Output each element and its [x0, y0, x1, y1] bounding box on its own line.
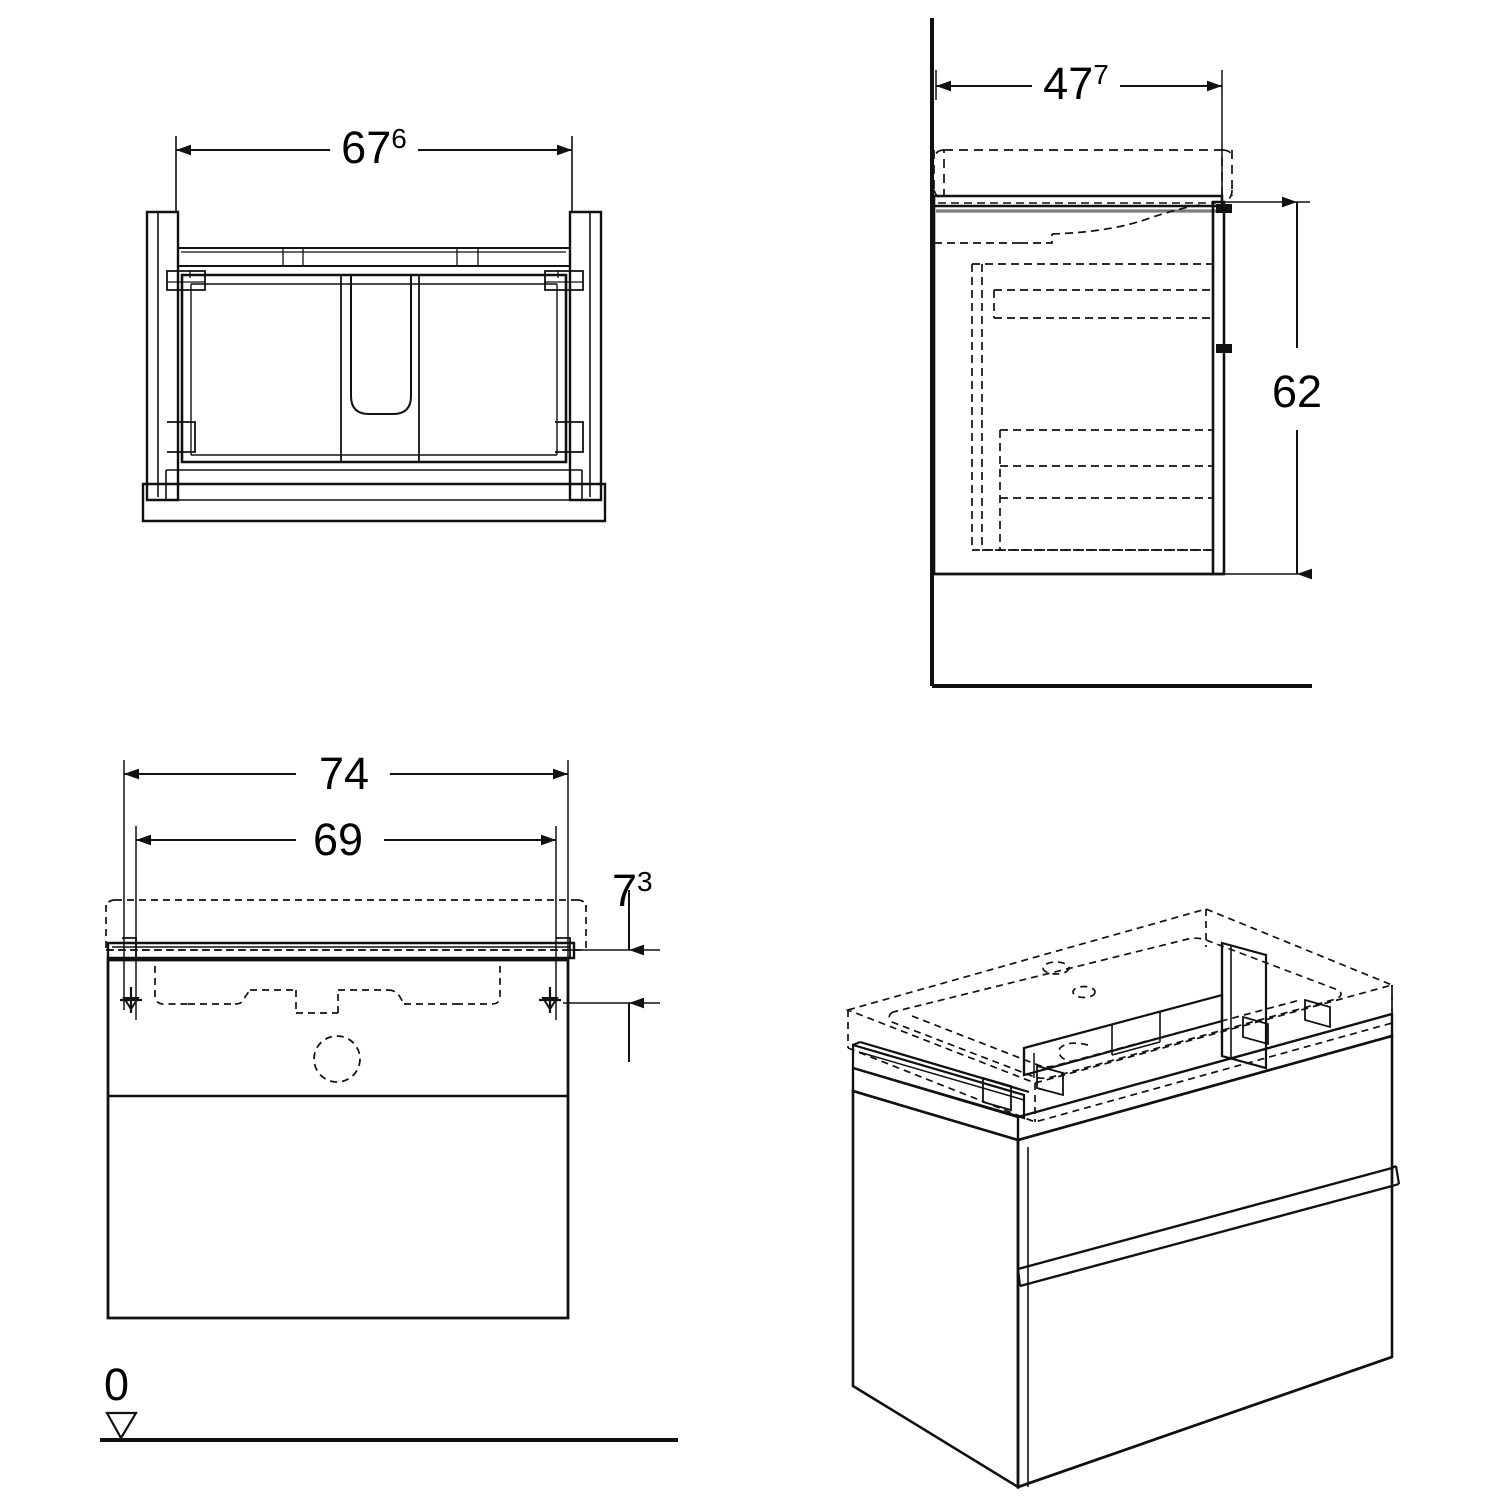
dim-label-basin-width: 74 — [319, 748, 369, 799]
dimension-labels: 676 477 62 74 69 73 0 — [104, 58, 1322, 1410]
view-front-section-open-drawer — [141, 136, 607, 523]
mounting-mark-right — [537, 985, 563, 1015]
dim-label-cabinet-width: 69 — [313, 814, 363, 865]
dim-label-height: 62 — [1272, 366, 1322, 417]
view-side-section — [930, 18, 1312, 688]
dim-label-width-inner: 676 — [341, 122, 407, 173]
dim-label-depth: 477 — [1043, 58, 1109, 109]
dim-label-datum-zero: 0 — [104, 1359, 129, 1410]
dim-label-basin-height: 73 — [612, 865, 653, 916]
view-isometric-3d — [845, 908, 1401, 1490]
view-front-elevation — [100, 760, 678, 1442]
